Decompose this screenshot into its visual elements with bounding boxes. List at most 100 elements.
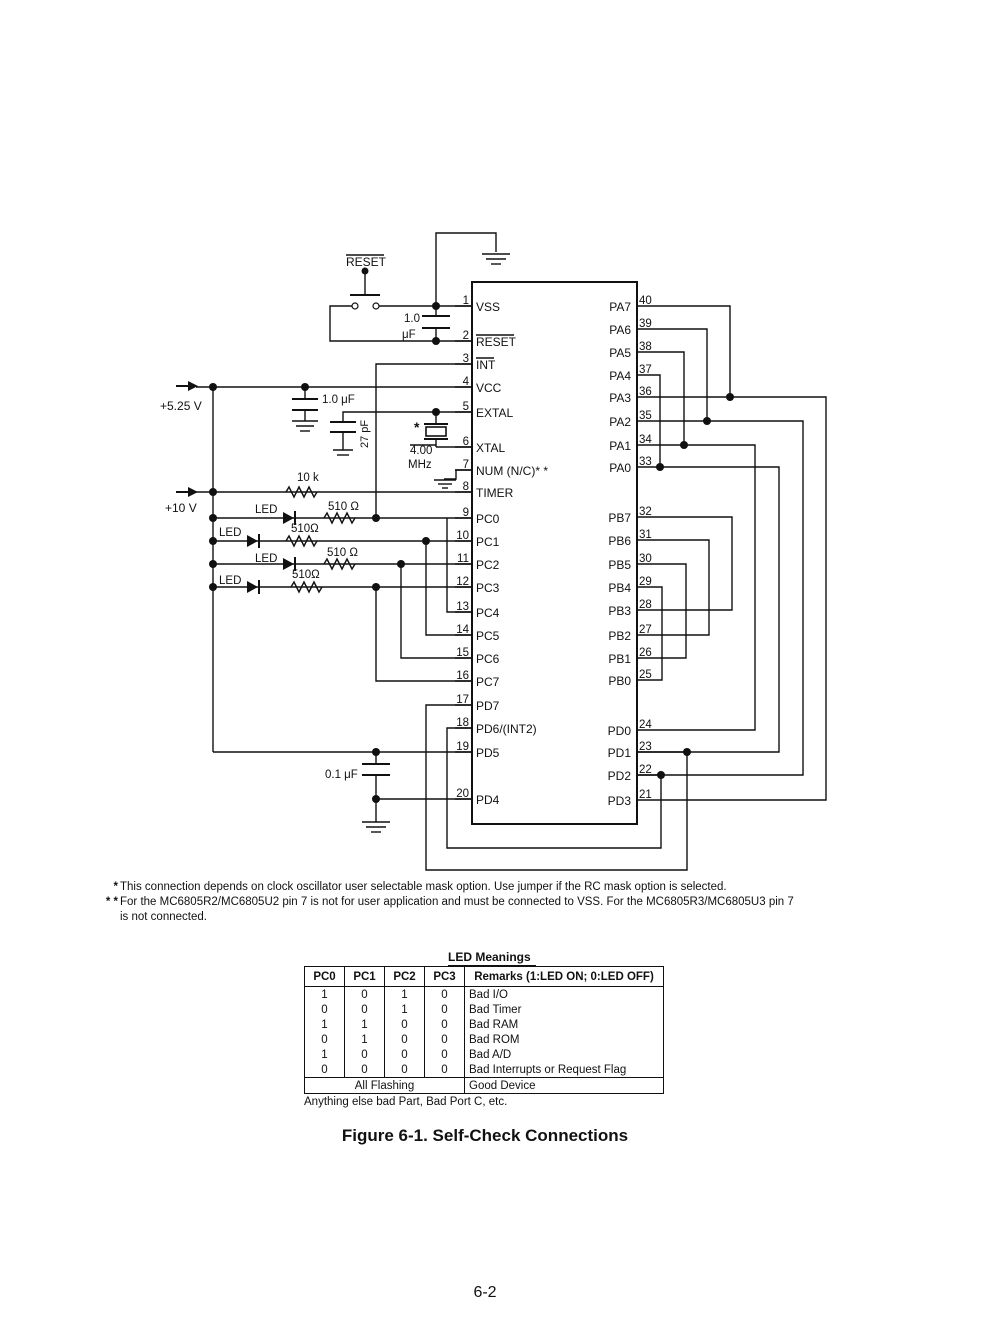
pin-number: 29	[639, 576, 652, 588]
pin-number: 38	[639, 341, 652, 353]
footnotes: *This connection depends on clock oscill…	[100, 880, 900, 925]
pin-number: 20	[456, 788, 469, 800]
int-wire	[375, 363, 472, 518]
led-label: LED	[255, 504, 277, 516]
bit-cell: 0	[304, 1002, 345, 1017]
remark-cell: Bad A/D	[464, 1047, 664, 1062]
pin-number: 33	[639, 456, 652, 468]
pin-number: 8	[463, 481, 469, 493]
led-table-note: Anything else bad Part, Bad Port C, etc.	[304, 1096, 508, 1108]
reset-switch-contact-right	[372, 302, 380, 310]
bit-cell: 1	[384, 986, 425, 1002]
led-icon	[247, 581, 258, 593]
reset-wire	[329, 305, 472, 342]
led-row-pc3: LED 510Ω	[209, 569, 472, 594]
bit-cell: 0	[424, 1047, 465, 1062]
pin-name: PA0	[609, 461, 631, 475]
led-table-title-underline	[448, 965, 536, 966]
pin-number: 34	[639, 434, 652, 446]
osc-cap-label: 27 pF	[359, 420, 371, 448]
pin-number: 7	[463, 459, 469, 471]
pin-name: INT	[476, 358, 496, 372]
supply-5v-label: +5.25 V	[160, 399, 202, 413]
num-wire	[444, 469, 472, 480]
pin-name: RESET	[476, 335, 517, 349]
led-row-pc2: LED 510 Ω	[209, 547, 472, 571]
header-pc1: PC1	[344, 966, 385, 987]
pin-name: PC6	[476, 652, 500, 666]
pin-number: 24	[639, 719, 652, 731]
pin-number: 13	[456, 601, 469, 613]
page-number: 6-2	[473, 1284, 497, 1301]
pin-number: 31	[639, 529, 652, 541]
bit-cell: 0	[384, 1032, 425, 1047]
pin-number: 23	[639, 741, 652, 753]
pc5-loop-wire	[425, 541, 472, 636]
header-pc2: PC2	[384, 966, 425, 987]
pin-name: PA3	[609, 391, 631, 405]
figure-caption: Figure 6-1. Self-Check Connections	[341, 1126, 629, 1145]
pin-number: 36	[639, 386, 652, 398]
pin-number: 4	[463, 376, 470, 388]
pc7-loop-wire	[375, 587, 472, 682]
pin-number: 19	[456, 741, 469, 753]
pa2-pd2-wire	[637, 420, 804, 776]
bit-cell: 0	[344, 986, 385, 1002]
pin-name: VSS	[476, 300, 500, 314]
pc0-node	[372, 514, 380, 522]
pin-number: 35	[639, 410, 652, 422]
pin-name: VCC	[476, 381, 502, 395]
header-pc3: PC3	[424, 966, 465, 987]
res-510-label: 510Ω	[292, 569, 320, 581]
led-table-header-row: PC0 PC1 PC2 PC3 Remarks (1:LED ON; 0:LED…	[304, 966, 664, 987]
bit-cell: 0	[384, 1017, 425, 1032]
pin-number: 37	[639, 364, 652, 376]
led-table-footer-row: All Flashing Good Device	[304, 1077, 664, 1094]
pin-name: PC5	[476, 629, 500, 643]
footnote-2: * *For the MC6805R2/MC6805U2 pin 7 is no…	[100, 895, 900, 910]
pin-name: PC0	[476, 512, 500, 526]
remark-cell: Bad ROM	[464, 1032, 664, 1047]
bit-cell: 1	[344, 1017, 385, 1032]
pa6-pa2-wire	[637, 328, 708, 422]
pin-number: 1	[463, 295, 469, 307]
pin-name: EXTAL	[476, 406, 513, 420]
bit-cell: 0	[424, 1062, 465, 1078]
supply-10v-label: +10 V	[165, 501, 197, 515]
reset-label: RESET	[346, 255, 387, 269]
footnote-2-continuation: is not connected.	[120, 911, 207, 923]
led-label: LED	[219, 527, 241, 539]
led-row-pc1: LED 510Ω	[209, 523, 472, 548]
bit-cell: 1	[304, 1017, 345, 1032]
led-node-pc0	[209, 514, 217, 522]
pin-name: PC3	[476, 581, 500, 595]
pin-name: XTAL	[476, 441, 505, 455]
crystal-star: *	[414, 419, 420, 435]
bit-cell: 0	[424, 1032, 465, 1047]
pin-number: 27	[639, 624, 652, 636]
pin-name: TIMER	[476, 486, 514, 500]
vcc-cap-label: 1.0 μF	[322, 394, 355, 406]
pin-name: PA1	[609, 439, 631, 453]
pd2-node	[657, 771, 665, 779]
res-10k	[285, 485, 318, 499]
pin-name: PA6	[609, 323, 631, 337]
res-510-icon	[290, 580, 323, 594]
good-device-cell: Good Device	[464, 1077, 664, 1094]
bit-cell: 0	[304, 1032, 345, 1047]
remark-cell: Bad RAM	[464, 1017, 664, 1032]
pin-name: PB6	[608, 534, 631, 548]
pin-number: 9	[463, 507, 469, 519]
pin-name: PA7	[609, 300, 631, 314]
led-icon	[283, 512, 294, 524]
led-meanings-table: PC0 PC1 PC2 PC3 Remarks (1:LED ON; 0:LED…	[304, 966, 664, 1094]
remark-cell: Bad Timer	[464, 1002, 664, 1017]
pin-number: 2	[463, 330, 469, 342]
led-icon	[247, 535, 258, 547]
reset-cap-unit: μF	[402, 329, 416, 341]
footnote-2-text: For the MC6805R2/MC6805U2 pin 7 is not f…	[120, 896, 794, 908]
bit-cell: 0	[344, 1047, 385, 1062]
